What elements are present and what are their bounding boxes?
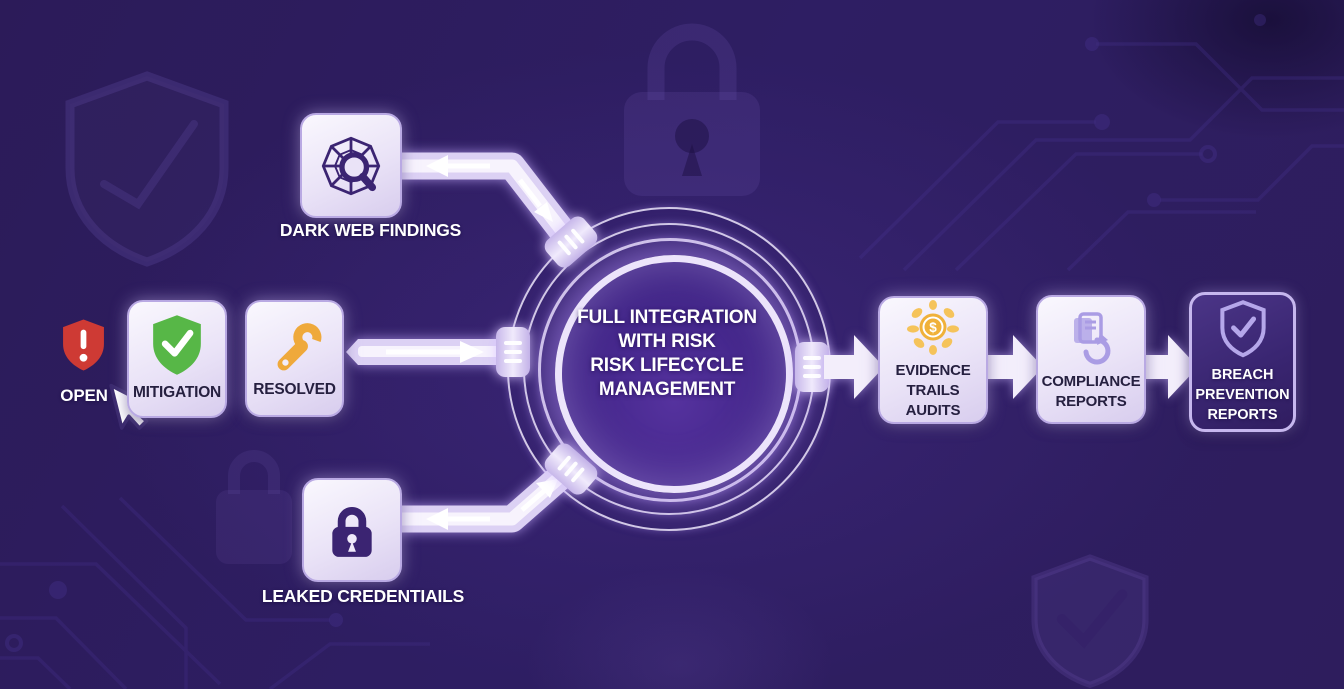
web-search-icon [321,136,381,195]
label-breach-prevention-reports: BREACH PREVENTION REPORTS [1195,366,1290,423]
compliance-report-icon [1074,311,1111,365]
label-evidence-trails-audits: EVIDENCE TRAILS AUDITS [895,362,971,419]
hub-title: FULL INTEGRATION WITH RISK RISK LIFECYCL… [557,306,777,402]
padlock-icon [332,507,372,557]
shield-check-outline-icon [1219,299,1266,357]
label-leaked-credentials: LEAKED CREDENTIAILS [261,586,465,606]
small-lock-watermark [216,450,292,564]
pipe-resolved-hub [346,339,506,365]
label-open: OPEN [60,386,108,405]
hub-title-line: RISK LIFECYCLE [590,354,744,376]
shield-check-watermark [1031,554,1149,689]
arrow-toward-hub [518,178,553,222]
node-breach-prevention-reports: BREACH PREVENTION REPORTS [1189,292,1296,432]
flow-arrow-hub-evidence [824,335,884,399]
arrow-toward-hub [520,479,558,512]
money-coin-icon: $ [907,300,959,356]
arrow-toward-hub [386,341,484,363]
flow-arrow-evidence-compliance [983,335,1043,399]
label-compliance-reports: COMPLIANCE REPORTS [1041,372,1141,410]
flow-arrow-compliance-breach [1138,335,1198,399]
padlock-watermark [624,23,760,196]
pipe-connector [795,342,829,392]
label-dark-web-findings: DARK WEB FINDINGS [279,220,462,240]
pipe-connector [496,327,530,377]
node-compliance-reports: COMPLIANCE REPORTS [1036,295,1146,424]
label-resolved: RESOLVED [253,381,336,399]
node-evidence-trails-audits: $ EVIDENCE TRAILS AUDITS [878,296,988,424]
wrench-icon [277,323,321,371]
circuit-pattern-bottom-left [0,496,430,689]
hub-title-line: WITH RISK [618,330,716,352]
node-leaked-credentials [302,478,402,582]
node-mitigation: MITIGATION [127,300,227,418]
shield-watermark [65,71,229,267]
alert-shield-icon [63,319,104,371]
node-resolved: RESOLVED [245,300,344,417]
node-dark-web-findings [300,113,402,218]
pipe-dark-web [396,152,577,245]
hub-title-line: FULL INTEGRATION [577,307,757,328]
hub-title-line: MANAGEMENT [598,378,736,400]
circuit-pattern-top-right [858,14,1344,272]
dollar-glyph: $ [929,320,937,335]
arrow-toward-dark-web [426,155,490,177]
pipe-leaked-credentials [396,459,577,533]
arrow-toward-leaked-credentials [426,508,490,530]
check-shield-icon [153,315,201,376]
label-mitigation: MITIGATION [132,384,222,402]
lifecycle-hub [555,255,793,493]
